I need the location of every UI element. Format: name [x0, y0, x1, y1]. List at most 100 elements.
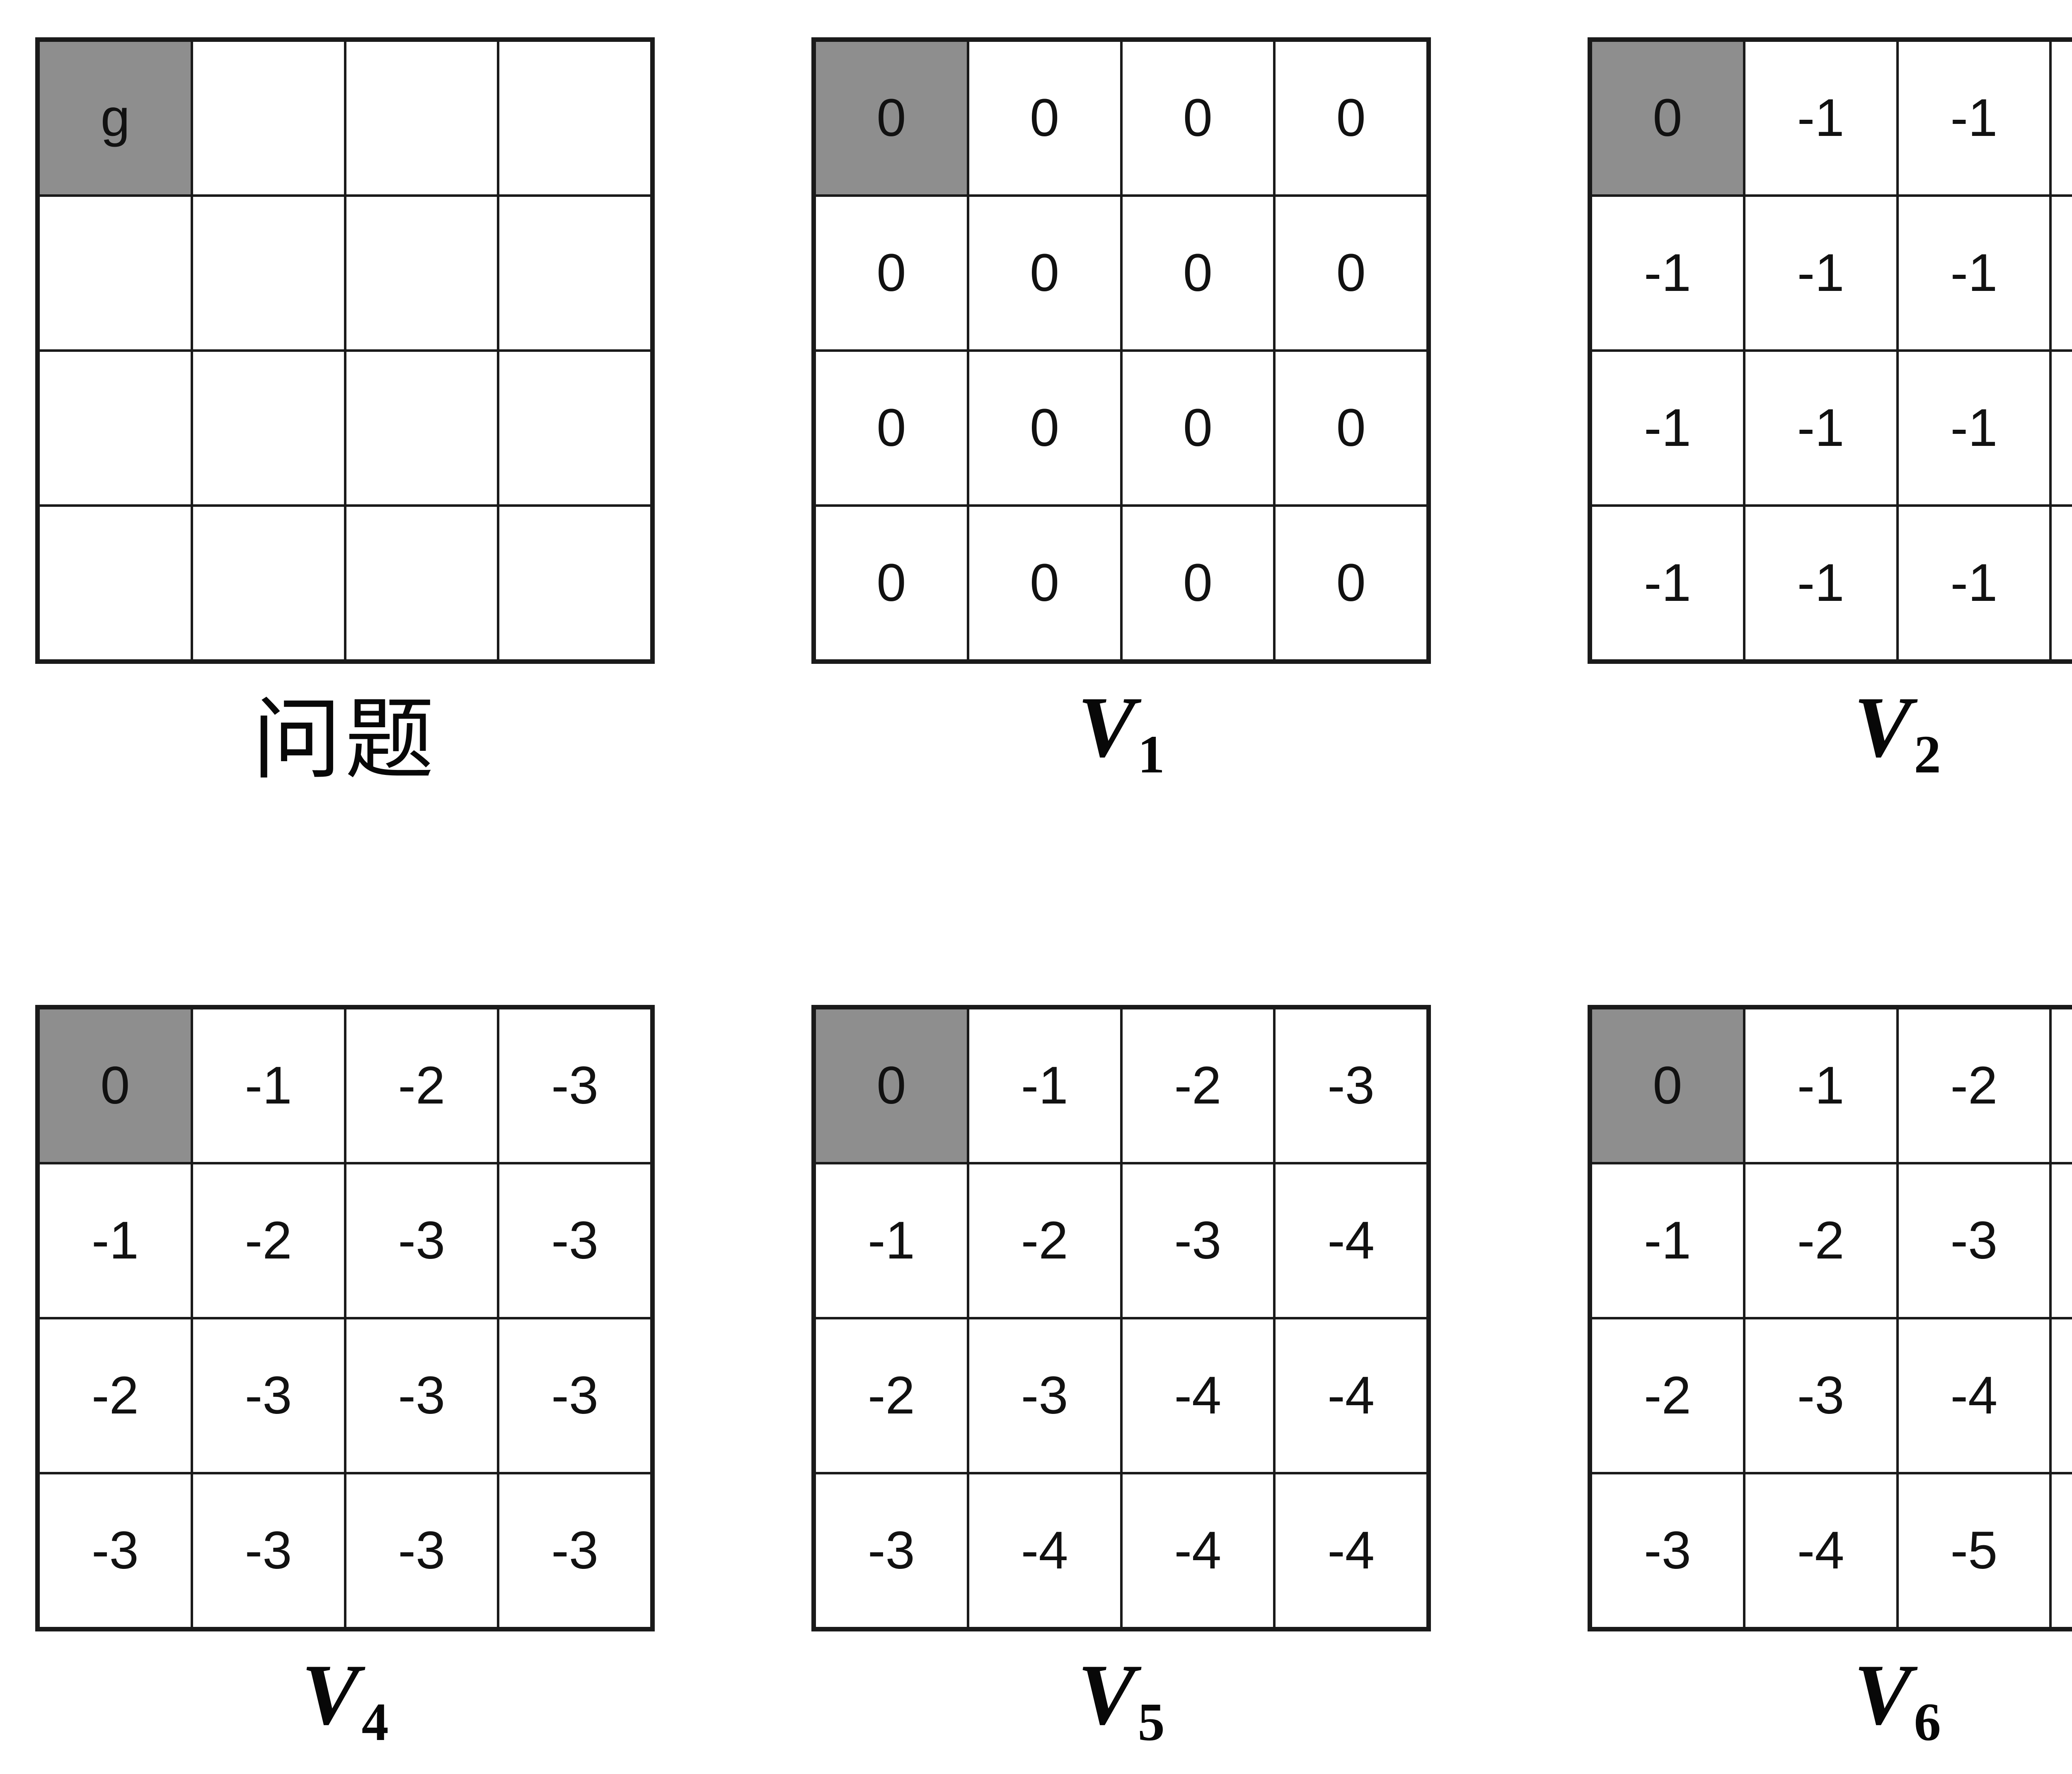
value-grid: 0-1-1-1-1-1-1-1-1-1-1-1-1-1-1-1 — [1588, 37, 2072, 664]
grid-row: -2-3-3-3 — [36, 1317, 654, 1474]
value-grid-panel: 0-1-2-3-1-2-3-4-2-3-4-5-3-4-5-5V6 — [1588, 1005, 2072, 1752]
grid-cell: -1 — [1896, 194, 2052, 352]
grid-cell: 0 — [1120, 38, 1276, 197]
grid-cell: 0 — [1273, 504, 1430, 663]
value-grid: 0-1-2-3-1-2-3-4-2-3-4-5-3-4-5-5 — [1588, 1005, 2072, 1631]
grid-cell: -2 — [344, 1006, 500, 1164]
grid-cell: -3 — [497, 1472, 654, 1631]
grid-cell-goal: 0 — [1588, 1006, 1745, 1164]
grid-cell-goal: 0 — [812, 1006, 969, 1164]
grid-cell: -3 — [2049, 1006, 2072, 1164]
caption-symbol: V — [1854, 679, 1912, 775]
grid-row: 0-1-2-3 — [812, 1006, 1430, 1164]
caption-subscript: 5 — [1138, 1692, 1165, 1752]
grid-cell: -2 — [1896, 1006, 2052, 1164]
grid-cell-goal: 0 — [36, 1006, 193, 1164]
grid-cell: -1 — [1588, 349, 1745, 507]
panel-caption-v4: V4 — [35, 1645, 655, 1753]
grid-cell: -4 — [1896, 1317, 2052, 1474]
grid-row — [36, 504, 654, 663]
grid-cell: 0 — [812, 194, 969, 352]
grid-cell: -1 — [1743, 1006, 1899, 1164]
grid-cell: -2 — [190, 1162, 346, 1319]
grid-cell: -1 — [812, 1162, 969, 1319]
grid-cell: 0 — [812, 504, 969, 663]
panel-caption-problem: 问题 — [252, 687, 438, 791]
grid-cell: -1 — [966, 1006, 1123, 1164]
grid-row — [36, 194, 654, 352]
grid-cell: -2 — [1588, 1317, 1745, 1474]
grid-row: 0-1-2-3 — [1588, 1006, 2072, 1164]
grid-cell: -4 — [966, 1472, 1123, 1631]
grid-cell-empty — [36, 349, 194, 507]
grid-row: -1-2-3-4 — [812, 1162, 1430, 1319]
grid-cell: -3 — [190, 1472, 346, 1631]
grid-cell: -4 — [1743, 1472, 1899, 1631]
grid-cell: -1 — [1588, 1162, 1745, 1319]
grid-row: -1-1-1-1 — [1588, 504, 2072, 663]
grid-cell-empty — [191, 194, 346, 352]
grid-cell: -3 — [344, 1472, 500, 1631]
grid-cell: -4 — [1120, 1472, 1276, 1631]
grid-cell: -3 — [812, 1472, 969, 1631]
grid-cell: 0 — [966, 504, 1123, 663]
grid-cell: -3 — [1273, 1006, 1430, 1164]
grid-cell: -1 — [2049, 504, 2072, 663]
grid-row: -3-3-3-3 — [36, 1472, 654, 1631]
panel-caption-v1: V1 — [811, 678, 1431, 786]
grid-cell: -1 — [36, 1162, 193, 1319]
grid-cell: -5 — [2049, 1317, 2072, 1474]
grid-cell: 0 — [1120, 194, 1276, 352]
grid-cell: 0 — [1273, 38, 1430, 197]
grid-row: -3-4-5-5 — [1588, 1472, 2072, 1631]
caption-subscript: 1 — [1138, 725, 1165, 785]
value-grid: 0-1-2-3-1-2-3-4-2-3-4-4-3-4-4-4 — [811, 1005, 1431, 1631]
panel-caption-v5: V5 — [811, 1645, 1431, 1753]
grid-cell: -1 — [1743, 194, 1899, 352]
grid-cell: -3 — [344, 1317, 500, 1474]
grid-cell: -1 — [1588, 194, 1745, 352]
panel-caption-v6: V6 — [1588, 1645, 2072, 1753]
grid-cell: 0 — [966, 38, 1123, 197]
grid-cell: -1 — [1743, 38, 1899, 197]
grid-cell: -2 — [36, 1317, 193, 1474]
grid-cell: -2 — [1743, 1162, 1899, 1319]
grid-cell: -3 — [497, 1162, 654, 1319]
grid-cell: -3 — [344, 1162, 500, 1319]
grid-row: -3-4-4-4 — [812, 1472, 1430, 1631]
grid-cell: -1 — [2049, 38, 2072, 197]
grid-cell-empty — [344, 349, 500, 507]
grid-cell-empty — [344, 194, 500, 352]
grid-cell-empty — [497, 194, 654, 352]
panel-caption-v2: V2 — [1588, 678, 2072, 786]
grid-cell: -5 — [1896, 1472, 2052, 1631]
grid-cell: -5 — [2049, 1472, 2072, 1631]
grid-cell: 0 — [1120, 349, 1276, 507]
grid-row — [36, 349, 654, 507]
grid-cell: -3 — [36, 1472, 193, 1631]
grid-cell: -3 — [1120, 1162, 1276, 1319]
grid-row: -1-1-1-1 — [1588, 349, 2072, 507]
grid-row: -1-1-1-1 — [1588, 194, 2072, 352]
grid-cell: -3 — [497, 1317, 654, 1474]
caption-symbol: V — [301, 1647, 360, 1743]
grid-row: -2-3-4-5 — [1588, 1317, 2072, 1474]
value-grid-panel: 0-1-1-1-1-1-1-1-1-1-1-1-1-1-1-1V2 — [1588, 37, 2072, 784]
value-grid: g — [35, 37, 655, 664]
grid-cell: -3 — [966, 1317, 1123, 1474]
value-grid: 0-1-2-3-1-2-3-3-2-3-3-3-3-3-3-3 — [35, 1005, 655, 1631]
grid-cell-goal: 0 — [1588, 38, 1745, 197]
grid-row: -1-2-3-3 — [36, 1162, 654, 1319]
grid-cell-empty — [191, 349, 346, 507]
grid-cell: -1 — [2049, 194, 2072, 352]
grid-row: -1-2-3-4 — [1588, 1162, 2072, 1319]
